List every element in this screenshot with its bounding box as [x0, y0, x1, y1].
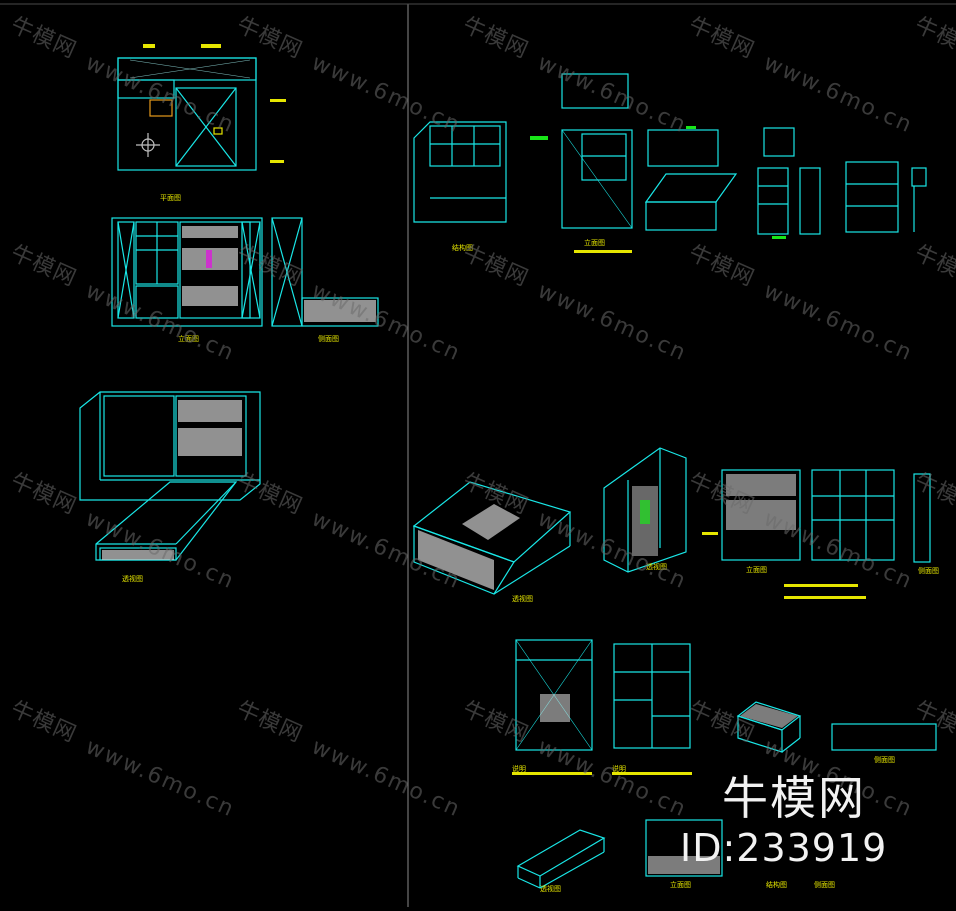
- label-side-c: 侧面图: [874, 756, 895, 764]
- side-elevation-drawing: [271, 217, 379, 327]
- label-bed-perspective: 透视图: [512, 595, 533, 603]
- label-note-a: 说明: [512, 765, 526, 773]
- brand-id: ID:233919: [680, 826, 888, 870]
- bed-perspective-drawing: [412, 481, 572, 595]
- bottom-drawings: [516, 819, 723, 889]
- label-bottom-perspective: 透视图: [540, 885, 561, 893]
- bed-hatch: [418, 504, 520, 590]
- label-wardrobe-front: 立面图: [584, 239, 605, 247]
- right-top-drawings: [413, 73, 927, 235]
- brand-name: 牛模网: [722, 771, 866, 825]
- front-elevation-drawing: [111, 217, 263, 327]
- label-wardrobe-perspective: 透视图: [646, 563, 667, 571]
- label-front-elevation: 立面图: [178, 335, 199, 343]
- wardrobe-elevations-drawing: [721, 469, 931, 563]
- label-elevation-b: 立面图: [746, 566, 767, 574]
- label-structure-view: 结构图: [452, 244, 473, 252]
- label-bottom-structure: 结构图: [766, 881, 787, 889]
- perspective-hatch: [102, 400, 242, 560]
- label-plan-view: 平面图: [160, 194, 181, 202]
- plan-view-drawing: [117, 57, 257, 171]
- label-note-b: 说明: [612, 765, 626, 773]
- label-side-b: 侧面图: [918, 567, 939, 575]
- lower-elevation-drawings: [515, 639, 937, 753]
- label-bottom-front: 立面图: [670, 881, 691, 889]
- wardrobe-perspective-drawing: [603, 447, 687, 573]
- label-side-elevation: 侧面图: [318, 335, 339, 343]
- front-elevation-hatch: [182, 226, 238, 306]
- label-perspective-view: 透视图: [122, 575, 143, 583]
- label-bottom-side: 侧面图: [814, 881, 835, 889]
- perspective-view-drawing: [79, 391, 261, 561]
